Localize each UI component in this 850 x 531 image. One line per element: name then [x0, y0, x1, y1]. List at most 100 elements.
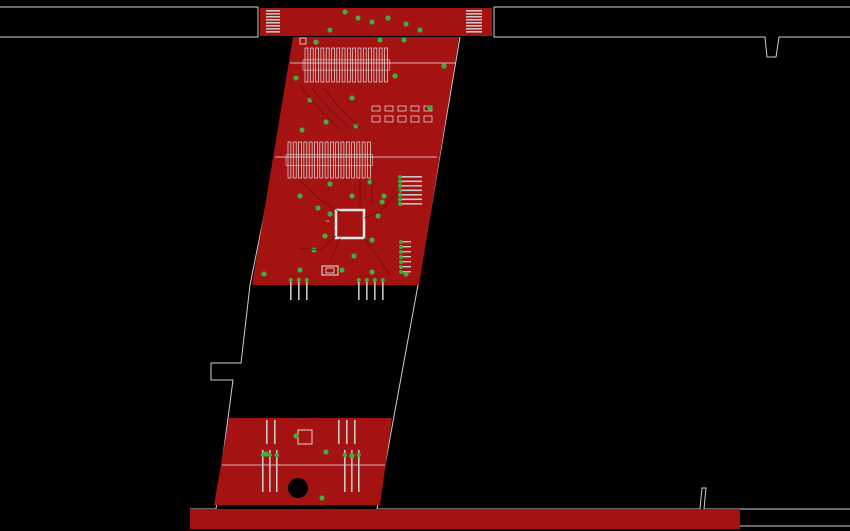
header-leg	[298, 278, 300, 300]
via	[261, 271, 267, 277]
resistor	[371, 115, 381, 123]
side-pin-pad	[398, 202, 402, 206]
side-pin-pad	[398, 193, 402, 197]
top-pin-right	[466, 25, 482, 27]
header-leg	[290, 278, 292, 300]
outline-top-left	[0, 6, 259, 38]
header-leg-pad	[356, 278, 361, 282]
side-pin-pad	[399, 255, 403, 259]
top-connector-pins	[266, 10, 482, 45]
via	[369, 237, 375, 243]
bottom-strip-pour	[190, 509, 740, 529]
lower-header-leg	[274, 420, 276, 444]
via	[392, 73, 398, 79]
top-pin-left	[266, 28, 280, 30]
via	[327, 27, 333, 33]
header-pin	[308, 141, 313, 179]
header-pin	[384, 47, 388, 83]
traces	[299, 84, 401, 276]
via	[327, 211, 333, 217]
lower-section-components	[260, 420, 361, 492]
resistor	[397, 115, 407, 123]
via	[403, 271, 409, 277]
via	[417, 27, 423, 33]
via	[319, 495, 325, 501]
top-pin-right	[466, 10, 482, 12]
top-pin-right	[466, 13, 482, 15]
via	[377, 37, 383, 43]
trace	[299, 235, 337, 251]
header-pin	[341, 47, 346, 83]
trace	[299, 84, 341, 131]
via	[293, 75, 299, 81]
header-pin	[331, 47, 335, 83]
vias	[261, 9, 447, 501]
lower-header-leg	[266, 420, 268, 444]
header-row-a	[302, 47, 391, 83]
side-pin-pad	[399, 245, 403, 249]
via	[351, 253, 357, 259]
via	[313, 39, 319, 45]
header-pin	[357, 47, 362, 83]
top-pin-right	[466, 16, 482, 18]
header-pin	[309, 47, 314, 83]
via	[342, 9, 348, 15]
header-pin	[373, 47, 378, 83]
mcu-chip: U1	[326, 208, 366, 240]
side-pin	[403, 241, 411, 243]
lower-header-pad	[274, 452, 279, 458]
header-leg-pad	[364, 278, 369, 282]
side-pin-pad	[398, 175, 402, 179]
via	[401, 37, 407, 43]
via	[297, 193, 303, 199]
top-pin-left	[266, 13, 280, 15]
via	[327, 181, 333, 187]
via	[367, 179, 373, 185]
side-pin-pad	[399, 240, 403, 244]
side-pin	[400, 203, 422, 205]
lower-header-leg	[276, 450, 278, 492]
side-pin	[403, 256, 411, 258]
via	[297, 267, 303, 273]
copper-pours	[190, 8, 740, 529]
side-pin	[403, 266, 411, 268]
lower-header-pad	[356, 452, 361, 458]
side-pin	[400, 189, 422, 192]
side-pin	[400, 194, 422, 196]
trace	[329, 237, 341, 263]
via	[323, 449, 329, 455]
led	[371, 105, 381, 112]
via	[293, 433, 299, 439]
header-leg	[382, 278, 384, 300]
header-pin	[292, 141, 297, 179]
header-row-b	[285, 141, 374, 179]
lower-header-leg	[269, 450, 271, 492]
mcu-body	[334, 208, 366, 240]
via	[441, 63, 447, 69]
header-leg-pad	[372, 278, 377, 282]
led	[384, 105, 394, 112]
trace	[299, 179, 341, 213]
via	[355, 15, 361, 21]
lower-header-leg	[354, 420, 356, 444]
lower-header-leg	[338, 420, 340, 444]
trace	[363, 237, 391, 276]
top-pin-left	[266, 25, 280, 27]
section-dividers	[222, 62, 455, 466]
crystal	[321, 265, 339, 276]
top-pin-left	[266, 16, 280, 18]
header-pin	[351, 141, 355, 179]
side-pin-pad	[398, 197, 402, 202]
header-leg	[366, 278, 368, 300]
via	[322, 233, 328, 239]
header-pin	[287, 141, 292, 179]
header-pin	[330, 141, 334, 179]
header-leg-pad	[288, 278, 293, 282]
side-pin	[403, 246, 411, 248]
mcu-label: U1	[326, 219, 330, 223]
via	[349, 193, 355, 199]
outline-right-edge	[376, 36, 850, 510]
main-pour	[252, 37, 459, 285]
via	[263, 451, 269, 457]
resistor	[410, 115, 420, 123]
